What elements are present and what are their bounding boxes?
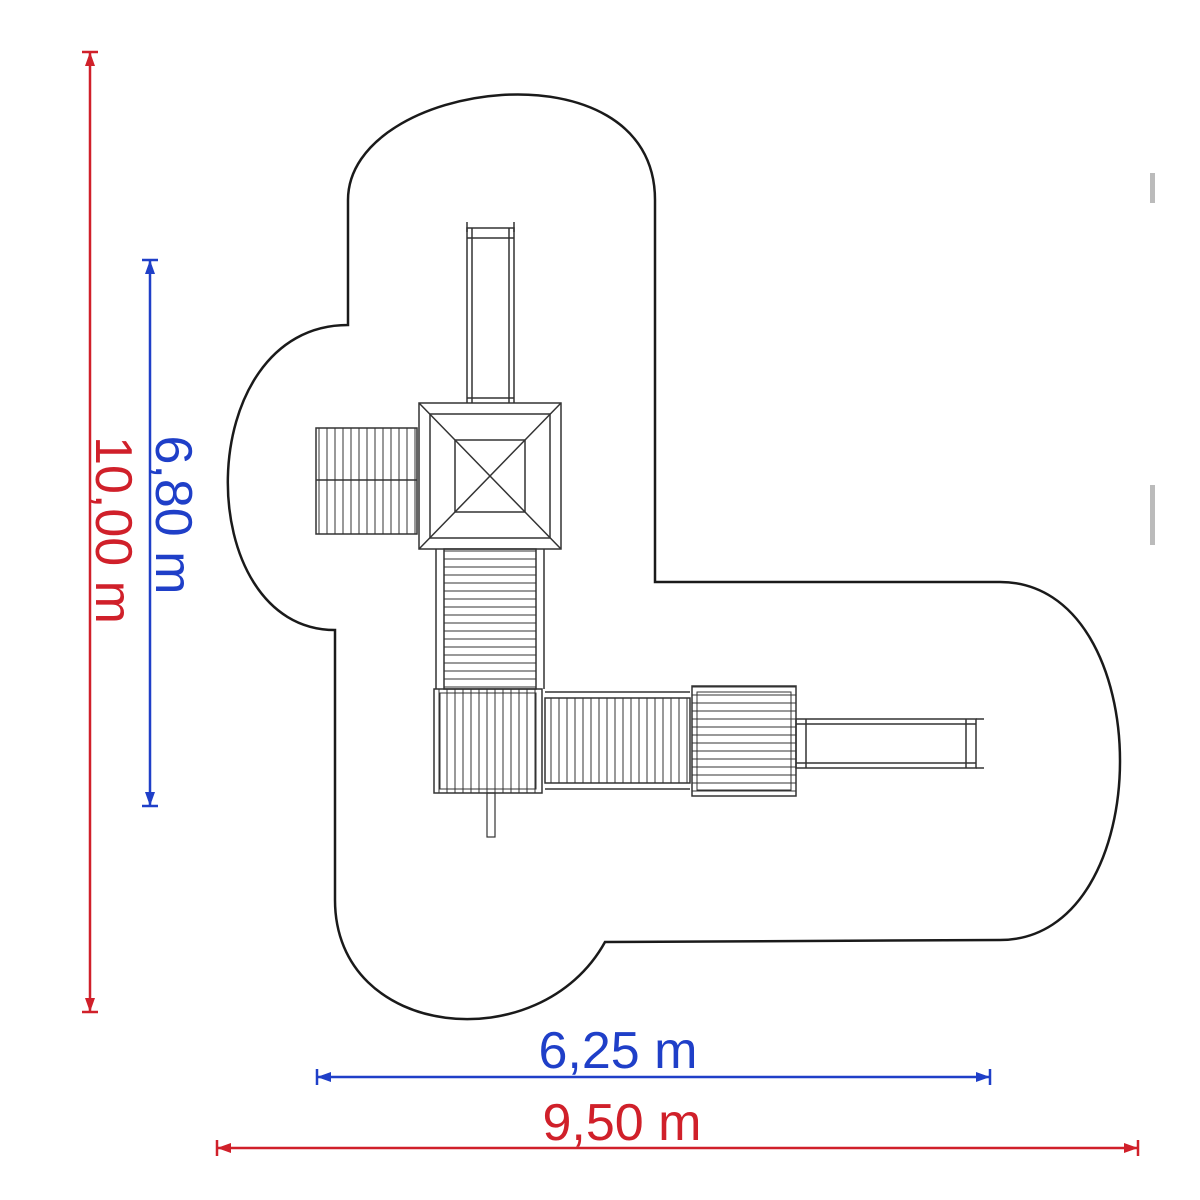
right-climbing-ladder xyxy=(795,718,984,769)
dimension-total-width xyxy=(215,1140,1140,1156)
corner-platform xyxy=(433,688,543,794)
left-steps xyxy=(315,427,418,535)
dimension-equipment-height xyxy=(142,258,158,808)
top-climbing-ladder xyxy=(466,222,515,407)
edge-mark-bottom xyxy=(1150,485,1155,545)
edge-mark-top xyxy=(1150,173,1155,203)
right-platform xyxy=(691,685,797,797)
horizontal-bridge xyxy=(544,691,691,790)
dimension-total-width-label: 9,50 m xyxy=(543,1094,702,1152)
dimension-equipment-height-label: 6,80 m xyxy=(144,436,202,595)
dimension-equipment-width xyxy=(315,1069,992,1085)
dimension-total-height xyxy=(82,50,98,1014)
dimension-total-height-label: 10,00 m xyxy=(84,436,142,624)
support-pole xyxy=(486,792,496,838)
vertical-bridge xyxy=(435,548,545,690)
safety-zone-outline xyxy=(226,93,1122,1021)
dimension-equipment-width-label: 6,25 m xyxy=(539,1022,698,1080)
tower-roof xyxy=(418,402,562,550)
